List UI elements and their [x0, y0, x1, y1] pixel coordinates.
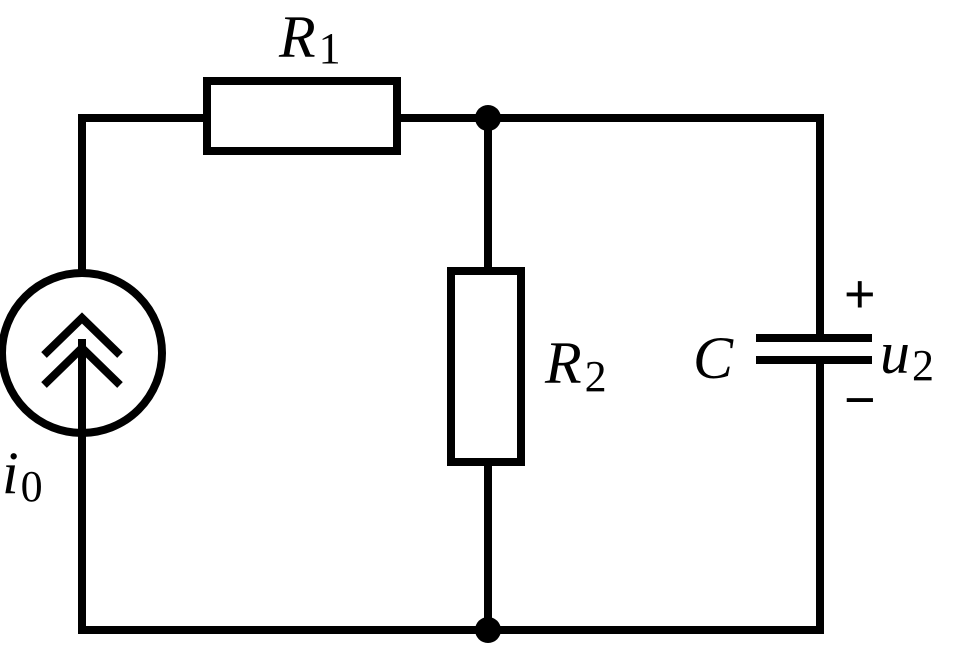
label-i0-symbol: i — [2, 440, 19, 506]
label-i0: i0 — [2, 440, 43, 511]
label-u2: u2 — [880, 320, 934, 390]
resistor-r1 — [203, 77, 401, 155]
label-r1-symbol: R — [278, 4, 316, 70]
label-r2: R2 — [544, 330, 607, 401]
label-u2-symbol: u — [880, 320, 910, 386]
current-source-i0 — [0, 269, 166, 437]
label-r1: R1 — [278, 4, 341, 73]
label-plus: + — [844, 264, 876, 324]
current-source-arrow-upper — [41, 312, 123, 358]
junction-node-top — [475, 105, 501, 131]
label-u2-subscript: 2 — [912, 341, 934, 390]
current-source-arrow-lower — [41, 342, 123, 388]
label-minus: − — [844, 370, 876, 430]
label-i0-subscript: 0 — [21, 462, 43, 511]
label-r2-subscript: 2 — [585, 352, 607, 401]
junction-node-bottom — [475, 617, 501, 643]
label-r1-subscript: 1 — [319, 24, 341, 73]
wires — [78, 114, 824, 634]
label-r2-symbol: R — [544, 330, 582, 396]
capacitor-c — [756, 334, 872, 364]
label-c: C — [693, 325, 734, 391]
resistor-r2 — [447, 267, 525, 466]
